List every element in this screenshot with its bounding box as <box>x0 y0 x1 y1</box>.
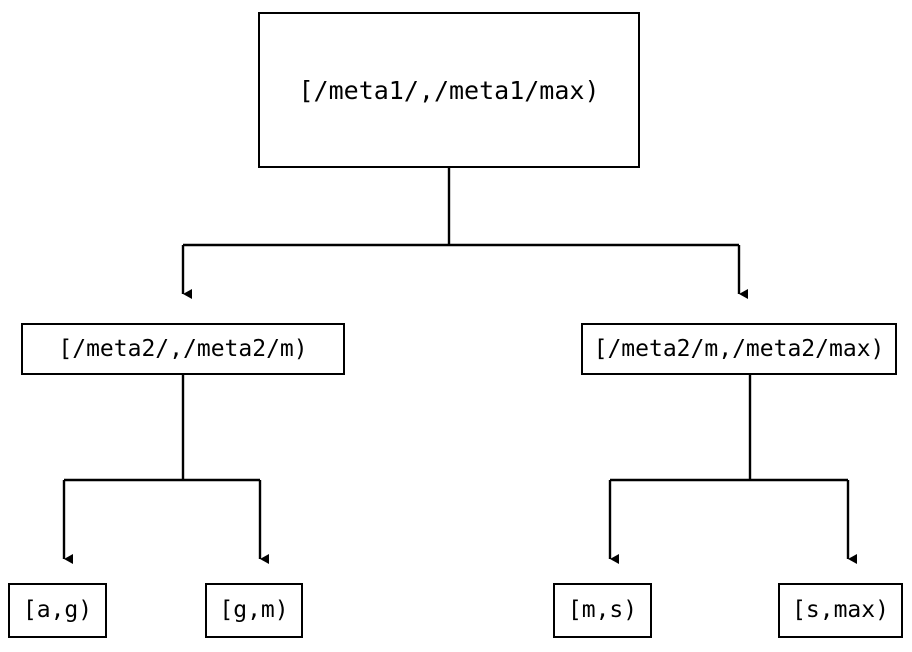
node-meta2-high[interactable]: [/meta2/m,/meta2/max) <box>581 323 897 375</box>
node-leaf-ag-label: [a,g) <box>22 597 93 623</box>
node-meta2-low-label: [/meta2/,/meta2/m) <box>58 335 308 362</box>
node-root-label: [/meta1/,/meta1/max) <box>298 75 600 105</box>
node-meta2-low[interactable]: [/meta2/,/meta2/m) <box>21 323 345 375</box>
node-leaf-gm-label: [g,m) <box>219 597 289 623</box>
node-leaf-ag[interactable]: [a,g) <box>8 583 107 638</box>
node-leaf-smax-label: [s,max) <box>792 597 889 623</box>
node-leaf-ms[interactable]: [m,s) <box>553 583 652 638</box>
node-leaf-gm[interactable]: [g,m) <box>205 583 303 638</box>
node-root[interactable]: [/meta1/,/meta1/max) <box>258 12 640 168</box>
node-leaf-ms-label: [m,s) <box>567 597 638 623</box>
node-meta2-high-label: [/meta2/m,/meta2/max) <box>593 335 885 362</box>
node-leaf-smax[interactable]: [s,max) <box>778 583 903 638</box>
